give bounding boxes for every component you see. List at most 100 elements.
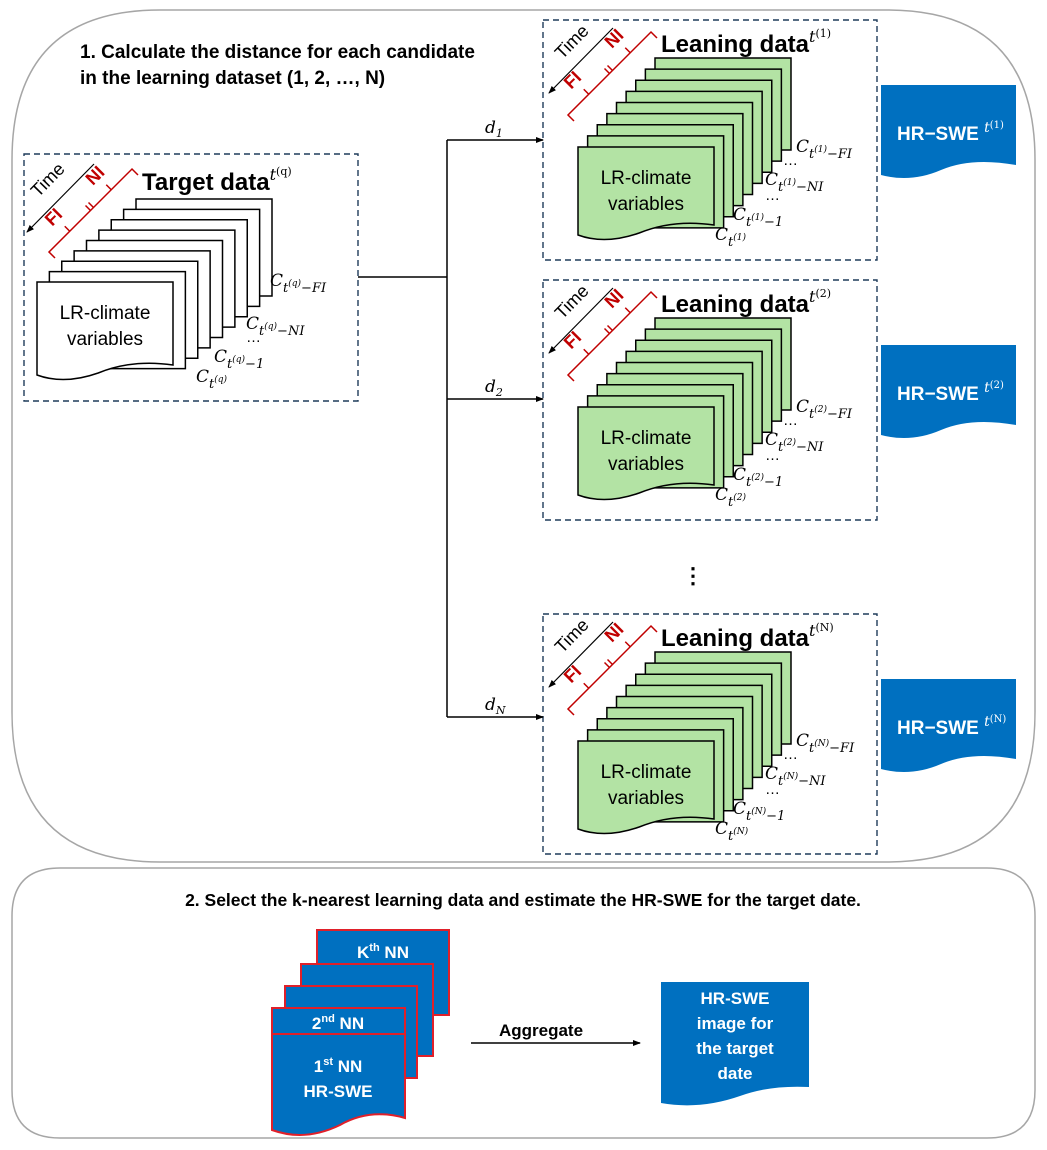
bracket-split bbox=[603, 661, 611, 669]
result-line-2: image for bbox=[697, 1014, 774, 1033]
ellipsis: … bbox=[765, 781, 780, 798]
stack-title: Leaning datat(2) bbox=[661, 287, 831, 318]
result-line-3: the target bbox=[696, 1039, 774, 1058]
step2-title: 2. Select the k-nearest learning data an… bbox=[185, 890, 861, 910]
bracket-tick bbox=[583, 682, 590, 689]
learning-data-group-1: LR-climate variables Time NI FI Leaning datat… bbox=[542, 19, 1016, 261]
time-arrow bbox=[548, 621, 614, 688]
c-label-fi: Ct(2)−FI bbox=[796, 397, 853, 422]
bracket-split bbox=[606, 324, 614, 332]
front-label-line2: variables bbox=[608, 194, 684, 215]
bracket-split bbox=[87, 201, 95, 209]
front-label-line1: LR-climate bbox=[601, 168, 692, 189]
bracket-split bbox=[603, 67, 611, 75]
time-arrow bbox=[26, 163, 95, 233]
hrswe-label-3: HR−SWE t(N) bbox=[897, 714, 1006, 739]
result-line-1: HR-SWE bbox=[701, 989, 770, 1008]
fi-label: FI bbox=[560, 327, 585, 352]
vertical-ellipsis: ⋮ bbox=[682, 563, 704, 588]
bracket-tick bbox=[624, 307, 631, 314]
front-label-line2: variables bbox=[608, 454, 684, 475]
ellipsis: … bbox=[765, 187, 780, 204]
c-label-minus-1: Ct(1)−1 bbox=[733, 205, 783, 230]
nn-2nd-label: 2nd NN bbox=[312, 1013, 364, 1033]
bracket-split bbox=[603, 327, 611, 335]
aggregate-label: Aggregate bbox=[499, 1021, 583, 1040]
front-label-line1: LR-climate bbox=[601, 428, 692, 449]
front-document-sheet bbox=[577, 146, 715, 241]
c-label-ni: Ct(2)−NI bbox=[765, 430, 824, 455]
front-label-line1: LR-climate bbox=[601, 762, 692, 783]
bracket-split bbox=[606, 658, 614, 666]
front-label-line2: variables bbox=[67, 329, 143, 350]
step2-panel bbox=[11, 867, 1036, 1139]
nearest-neighbor-stack: Kth NN 2nd NN 1st NN HR-SWE bbox=[271, 929, 450, 1136]
bracket-tick bbox=[583, 88, 590, 95]
stack-title: Leaning datat(1) bbox=[661, 27, 831, 58]
ellipsis: … bbox=[783, 746, 798, 763]
distance-label-d2: d2 bbox=[485, 377, 503, 399]
c-label-minus-1: Ct(2)−1 bbox=[733, 465, 783, 490]
hrswe-document-3 bbox=[881, 679, 1016, 773]
ellipsis: … bbox=[783, 412, 798, 429]
fi-label: FI bbox=[41, 204, 66, 229]
bracket-split bbox=[606, 64, 614, 72]
c-label-minus-1: Ct(q)−1 bbox=[214, 347, 264, 372]
hrswe-label-2: HR−SWE t(2) bbox=[897, 380, 1004, 405]
bracket-tick bbox=[624, 641, 631, 648]
time-label: Time bbox=[551, 281, 593, 323]
step1-panel bbox=[11, 9, 1036, 863]
front-label-line2: variables bbox=[608, 788, 684, 809]
c-label-fi: Ct(N)−FI bbox=[796, 731, 855, 756]
nn-1st-label: 1st NN bbox=[314, 1056, 363, 1076]
front-document-sheet bbox=[577, 406, 715, 501]
c-label-current: Ct(1) bbox=[715, 225, 746, 250]
nn-card-1st bbox=[271, 1033, 406, 1136]
step1-title-line2: in the learning dataset (1, 2, …, N) bbox=[80, 68, 385, 89]
time-label: Time bbox=[551, 21, 593, 63]
time-label: Time bbox=[551, 615, 593, 657]
bracket-tick bbox=[105, 184, 112, 191]
c-label-current: Ct(N) bbox=[715, 819, 749, 844]
bracket-tick bbox=[64, 225, 71, 232]
time-label: Time bbox=[27, 159, 69, 201]
ellipsis: … bbox=[765, 447, 780, 464]
c-label-ni: Ct(N)−NI bbox=[765, 764, 826, 789]
stack-title: Target datat(q) bbox=[142, 165, 292, 196]
ni-label: NI bbox=[601, 25, 628, 52]
bracket-tick bbox=[583, 348, 590, 355]
result-line-4: date bbox=[718, 1064, 753, 1083]
result-hrswe-document bbox=[661, 982, 809, 1106]
hrswe-label-1: HR−SWE t(1) bbox=[897, 120, 1004, 145]
nn-kth-label: Kth NN bbox=[357, 942, 409, 962]
nn-1st-hrswe: HR-SWE bbox=[304, 1082, 373, 1101]
c-label-ni: Ct(q)−NI bbox=[246, 314, 305, 339]
distance-label-dn: dN bbox=[485, 695, 506, 717]
dashed-frame bbox=[542, 613, 878, 855]
c-label-fi: Ct(q)−FI bbox=[270, 271, 327, 296]
fi-label: FI bbox=[560, 661, 585, 686]
dashed-frame bbox=[542, 279, 878, 521]
front-label-line1: LR-climate bbox=[60, 303, 151, 324]
c-label-ni: Ct(1)−NI bbox=[765, 170, 824, 195]
c-label-fi: Ct(1)−FI bbox=[796, 137, 853, 162]
ni-label: NI bbox=[601, 285, 628, 312]
stack-title: Leaning datat(N) bbox=[661, 621, 834, 652]
distance-label-d1: d1 bbox=[485, 118, 503, 140]
ellipsis: … bbox=[246, 329, 261, 346]
learning-data-group-2: LR-climate variables Time NI FI Leaning datat… bbox=[542, 279, 1016, 521]
step1-title-line1: 1. Calculate the distance for each candi… bbox=[80, 42, 475, 63]
hrswe-document-2 bbox=[881, 345, 1016, 439]
fi-label: FI bbox=[560, 67, 585, 92]
ni-label: NI bbox=[82, 162, 109, 189]
dashed-frame bbox=[542, 19, 878, 261]
front-document-sheet bbox=[577, 740, 715, 835]
target-data-group: LR-climate variables Time NI FI Target datat(… bbox=[23, 153, 359, 402]
c-label-current: Ct(2) bbox=[715, 485, 746, 510]
hrswe-document-1 bbox=[881, 85, 1016, 179]
c-label-minus-1: Ct(N)−1 bbox=[733, 799, 785, 824]
bracket-tick bbox=[624, 47, 631, 54]
ellipsis: … bbox=[783, 152, 798, 169]
distance-connectors: d1 d2 dN bbox=[358, 118, 544, 720]
